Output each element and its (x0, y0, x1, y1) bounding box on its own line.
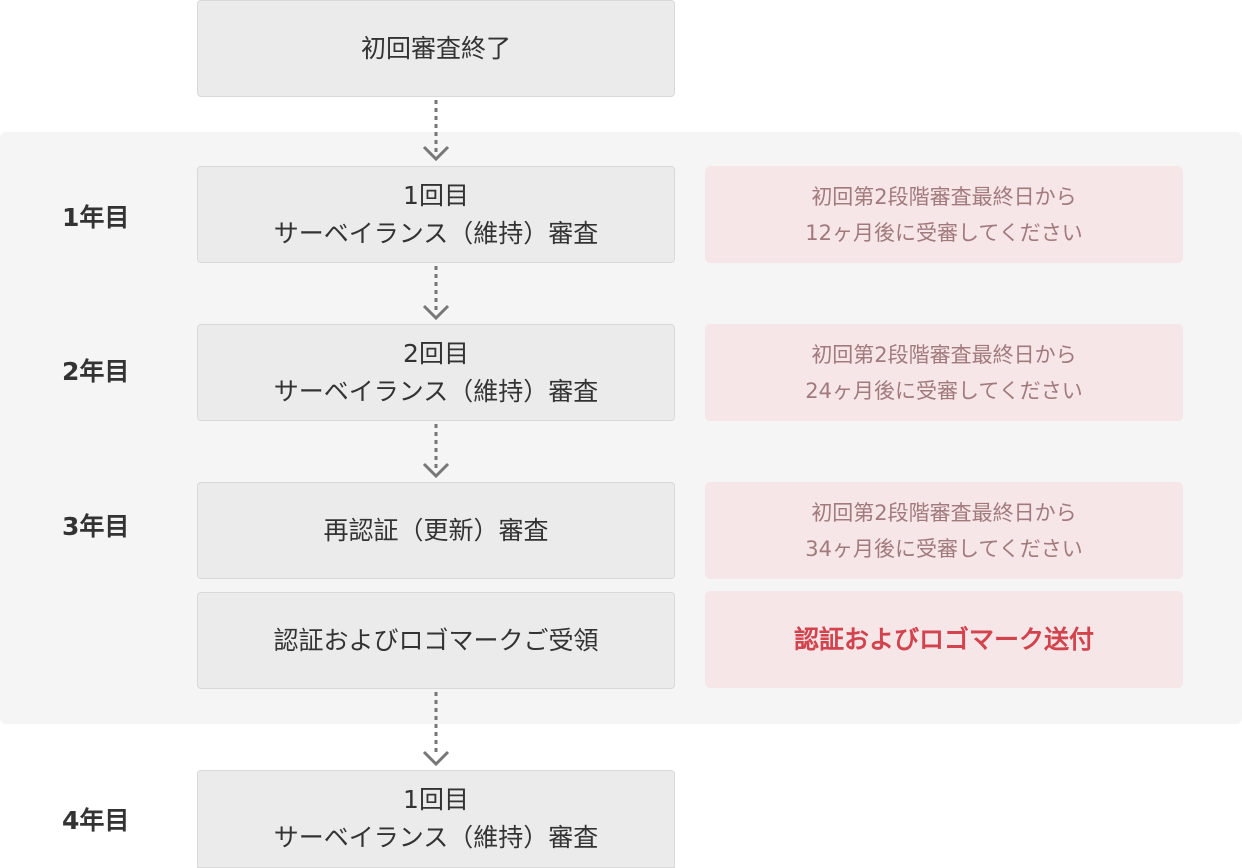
step-surveillance-year4: 1回目 サーベイランス（維持）審査 (197, 770, 675, 868)
step-label-line1: 1回目 (403, 180, 469, 210)
step-label: 初回審査終了 (360, 33, 511, 63)
step-label: 認証およびロゴマークご受領 (273, 625, 599, 655)
step-label: 再認証（更新）審査 (323, 515, 549, 545)
note-line2: 24ヶ月後に受審してください (805, 378, 1083, 403)
step-label-line2: サーベイランス（維持）審査 (273, 376, 599, 406)
note-line1: 初回第2段階審査最終日から (811, 184, 1077, 209)
step-surveillance-2: 2回目 サーベイランス（維持）審査 (197, 324, 675, 421)
arrow-down-icon (420, 264, 452, 324)
arrow-down-icon (420, 690, 452, 770)
note-certificate-logo-sent: 認証およびロゴマーク送付 (705, 591, 1183, 688)
note-line1: 初回第2段階審査最終日から (811, 500, 1077, 525)
step-label-line1: 2回目 (403, 338, 469, 368)
arrow-down-icon (420, 98, 452, 166)
step-initial-audit-complete: 初回審査終了 (197, 0, 675, 97)
note-label: 認証およびロゴマーク送付 (793, 624, 1094, 654)
year-label-2: 2年目 (62, 357, 130, 386)
note-line1: 初回第2段階審査最終日から (811, 342, 1077, 367)
step-label-line2: サーベイランス（維持）審査 (273, 823, 599, 852)
note-timing-24-months: 初回第2段階審査最終日から 24ヶ月後に受審してください (705, 324, 1183, 421)
note-timing-12-months: 初回第2段階審査最終日から 12ヶ月後に受審してください (705, 166, 1183, 263)
note-timing-34-months: 初回第2段階審査最終日から 34ヶ月後に受審してください (705, 482, 1183, 579)
step-label-line1: 1回目 (403, 785, 469, 814)
step-label-line2: サーベイランス（維持）審査 (273, 218, 599, 248)
note-line2: 12ヶ月後に受審してください (805, 220, 1083, 245)
step-surveillance-1: 1回目 サーベイランス（維持）審査 (197, 166, 675, 263)
year-label-4: 4年目 (62, 806, 130, 835)
note-line2: 34ヶ月後に受審してください (805, 536, 1083, 561)
year-label-3: 3年目 (62, 512, 130, 541)
year-label-1: 1年目 (62, 203, 130, 232)
arrow-down-icon (420, 422, 452, 482)
step-receive-certificate-logo: 認証およびロゴマークご受領 (197, 592, 675, 689)
step-recertification: 再認証（更新）審査 (197, 482, 675, 579)
